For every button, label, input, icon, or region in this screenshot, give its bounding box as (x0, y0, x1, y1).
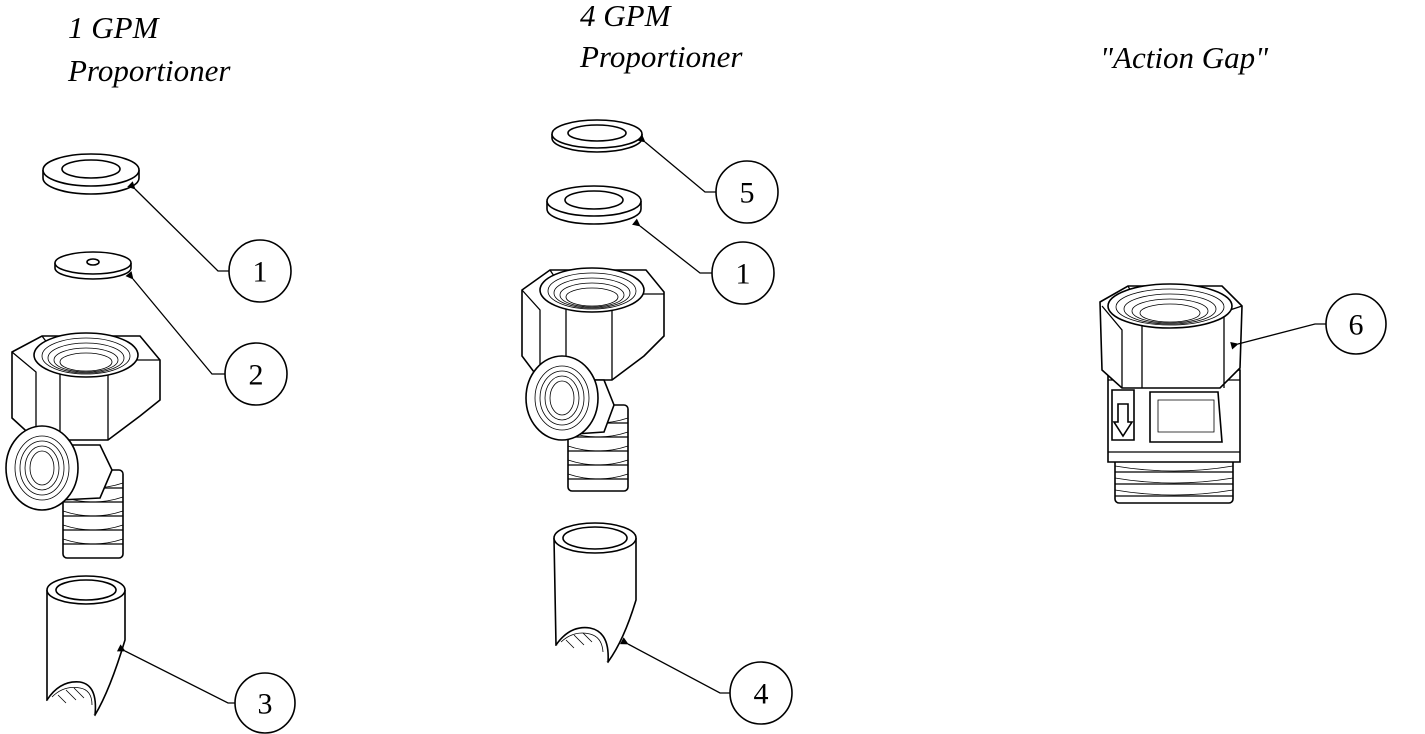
washer-part-5 (551, 119, 643, 153)
callout-3: 3 (234, 672, 296, 734)
callout-1-right: 1 (711, 241, 775, 305)
callout-5: 5 (715, 160, 779, 224)
callout-1-left-label: 1 (253, 256, 268, 289)
title-4gpm-line2: Proportioner (579, 39, 743, 74)
disc-part-2 (54, 251, 132, 280)
title-action-gap: "Action Gap" (1100, 40, 1269, 75)
callout-3-label: 3 (258, 688, 273, 721)
proportioner-body-4gpm (521, 267, 665, 492)
callout-1-right-label: 1 (736, 258, 751, 291)
callout-1-left: 1 (228, 239, 292, 303)
callout-5-label: 5 (740, 177, 755, 210)
action-gap-fitting (1099, 283, 1243, 504)
callout-6-label: 6 (1349, 309, 1364, 342)
callout-4-label: 4 (754, 678, 769, 711)
leader-lines (116, 134, 1326, 704)
tube-part-3 (46, 575, 126, 717)
callout-2: 2 (224, 342, 288, 406)
title-1gpm-line1: 1 GPM (68, 10, 161, 45)
callout-4: 4 (729, 661, 793, 725)
title-4gpm-line1: 4 GPM (580, 0, 673, 33)
proportioner-body-1gpm (5, 332, 161, 559)
washer-part-1-right (546, 185, 642, 225)
title-1gpm: 1 GPM Proportioner (67, 10, 231, 88)
washer-part-1-left (42, 153, 140, 195)
tube-part-4 (553, 522, 637, 664)
title-4gpm: 4 GPM Proportioner (579, 0, 743, 74)
title-1gpm-line2: Proportioner (67, 53, 231, 88)
callout-6: 6 (1325, 293, 1387, 355)
callout-2-label: 2 (249, 359, 264, 392)
